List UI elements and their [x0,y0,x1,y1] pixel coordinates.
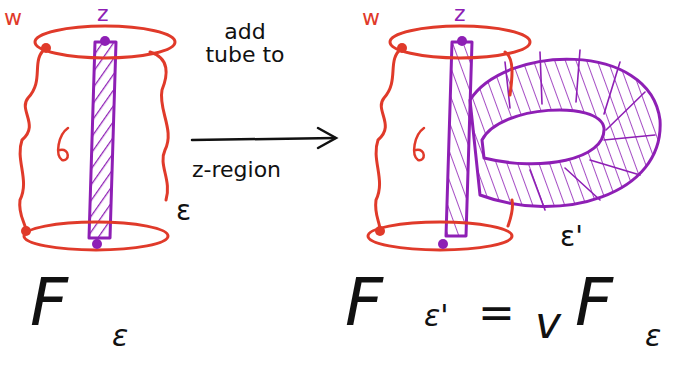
arrow-label: add tube to [205,20,285,66]
formula-subscript: ε [112,320,128,352]
surface-label: ε [176,196,191,225]
surface-label: ε' [560,222,583,251]
point-label: z [97,2,109,25]
formula-symbol: F [575,268,613,337]
formula-symbol: = [478,290,515,336]
formula-symbol: F [30,268,68,337]
formula-subscript: ε' [424,300,448,332]
formula-symbol: v [535,300,561,346]
point-label: w [362,6,380,29]
arrow-label: z-region [192,158,281,181]
point-label: w [4,6,22,29]
formula-subscript: ε [645,320,661,352]
formula-symbol: F [345,268,383,337]
point-label: z [454,2,466,25]
